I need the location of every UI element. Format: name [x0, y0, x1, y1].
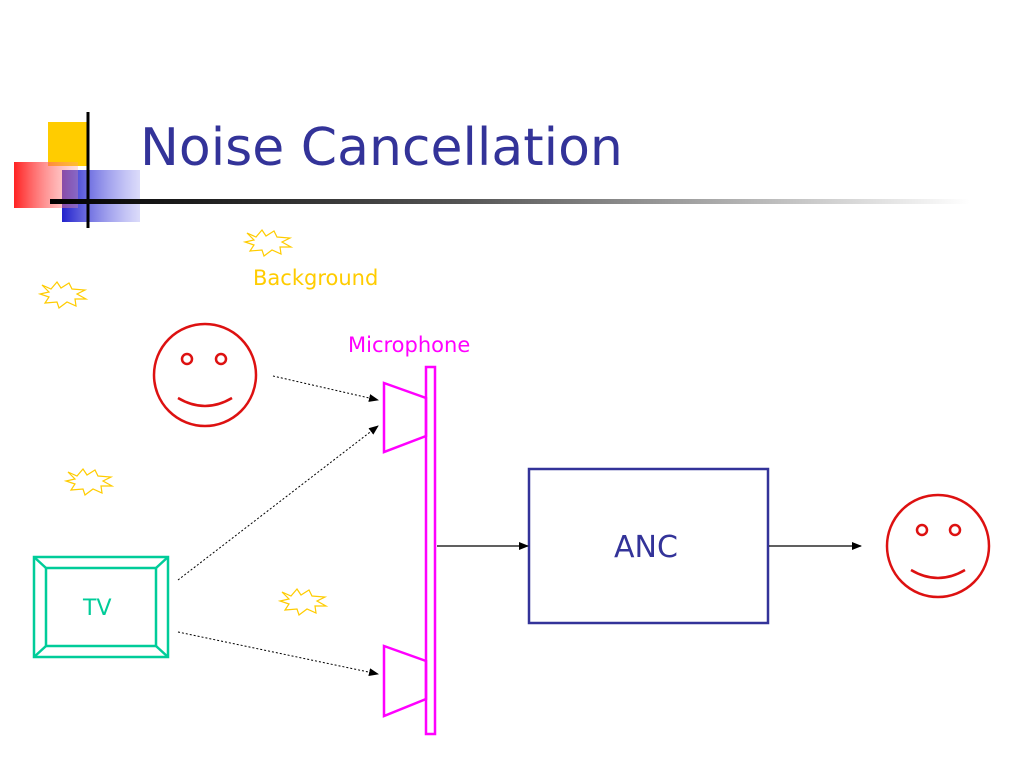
slide-title: Noise Cancellation: [140, 118, 623, 178]
noise-burst-icon: [37, 281, 89, 309]
anc-box: [527, 467, 770, 625]
title-underline: [50, 199, 970, 204]
title-decoration: [14, 112, 970, 228]
background-noise-label: Background: [253, 266, 379, 290]
path-tv-to-mic-top: [177, 425, 379, 581]
path-face-to-mic: [272, 375, 379, 402]
path-tv-to-mic-bottom: [177, 631, 379, 677]
noise-burst-icon: [242, 229, 294, 257]
microphone-label: Microphone: [348, 333, 471, 357]
sound-paths: [177, 375, 379, 677]
tv-label: TV: [83, 596, 112, 621]
noise-burst-icon: [277, 588, 329, 616]
deco-yellow-square: [48, 122, 88, 166]
noise-bursts: [37, 229, 329, 616]
noise-burst-icon: [63, 468, 115, 496]
microphone-icon: [382, 365, 437, 736]
smiley-face-icon: [885, 493, 991, 599]
tv-icon: [32, 555, 170, 659]
smiley-face-icon: [152, 322, 258, 428]
anc-label: ANC: [614, 530, 678, 565]
